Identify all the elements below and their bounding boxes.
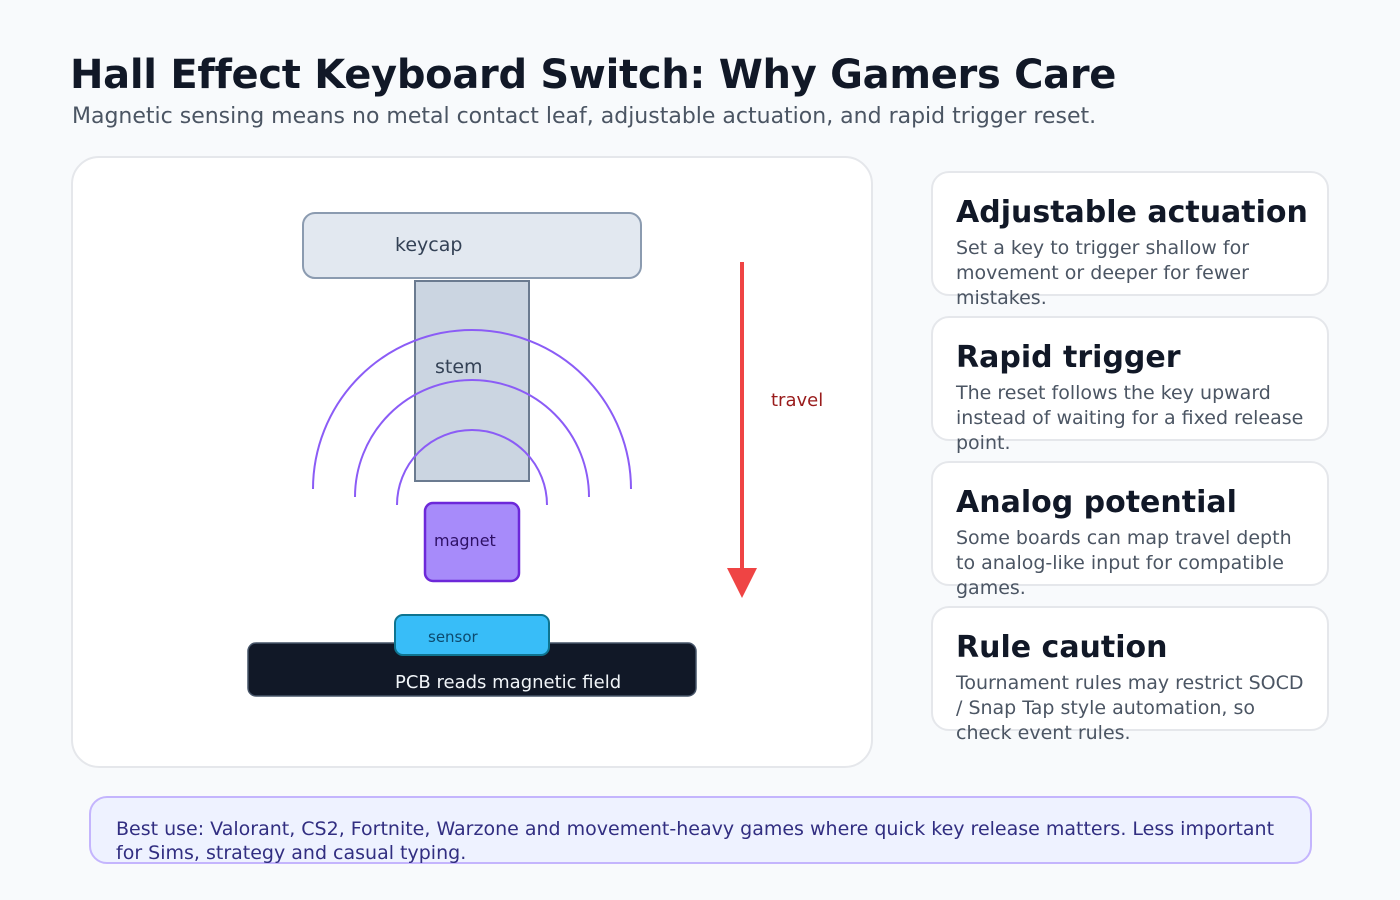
travel-arrow-head [727, 568, 757, 598]
page-subtitle: Magnetic sensing means no metal contact … [72, 104, 1097, 129]
card-title: Rule caution [956, 630, 1168, 665]
card-title: Analog potential [956, 485, 1237, 520]
card-rapid-trigger: Rapid trigger The reset follows the key … [931, 316, 1329, 454]
sensor-label: sensor [428, 628, 479, 646]
card-analog-potential: Analog potential Some boards can map tra… [931, 461, 1329, 599]
card-text: Tournament rules may restrict SOCD / Sna… [956, 672, 1304, 744]
page-title: Hall Effect Keyboard Switch: Why Gamers … [70, 52, 1117, 98]
travel-label: travel [771, 390, 823, 411]
best-use-text: Best use: Valorant, CS2, Fortnite, Warzo… [116, 818, 1275, 864]
keycap-label: keycap [395, 234, 462, 256]
field-line-outer [312, 329, 632, 490]
hall-sensor [394, 614, 550, 656]
card-title: Adjustable actuation [956, 195, 1308, 230]
pcb-label: PCB reads magnetic field [395, 672, 621, 693]
card-text: Set a key to trigger shallow for movemen… [956, 237, 1250, 309]
card-text: The reset follows the key upward instead… [956, 382, 1304, 454]
card-rule-caution: Rule caution Tournament rules may restri… [931, 606, 1329, 744]
best-use-note: Best use: Valorant, CS2, Fortnite, Warzo… [89, 796, 1312, 864]
stem-label: stem [435, 356, 483, 378]
magnet-label: magnet [434, 531, 496, 550]
field-line-middle [354, 379, 590, 498]
switch-diagram: keycap stem magnet PCB reads magnetic fi… [247, 212, 823, 697]
card-text: Some boards can map travel depth to anal… [956, 527, 1292, 599]
card-title: Rapid trigger [956, 340, 1181, 375]
keycap [302, 212, 642, 279]
magnet [423, 501, 521, 583]
switch-diagram-panel: keycap stem magnet PCB reads magnetic fi… [71, 156, 873, 768]
field-line-inner [396, 429, 548, 506]
card-adjustable-actuation: Adjustable actuation Set a key to trigge… [931, 171, 1329, 309]
